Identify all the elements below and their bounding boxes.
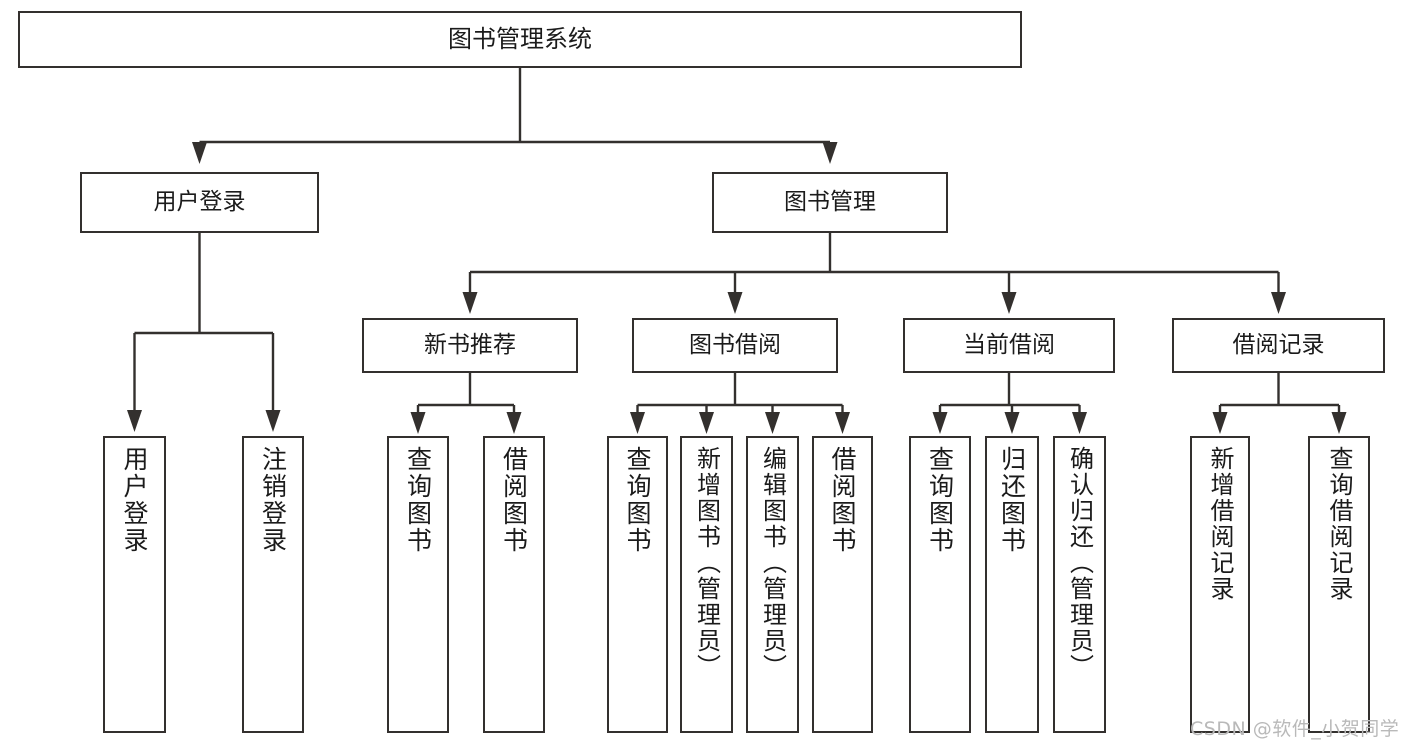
- arrow-head: [506, 412, 522, 434]
- node-leaf-cb-confirm[interactable]: 确认归还（管理员）: [1053, 436, 1106, 733]
- node-root[interactable]: 图书管理系统: [18, 11, 1022, 68]
- node-leaf-bw-add-book[interactable]: 新增图书（管理员）: [680, 436, 733, 733]
- node-leaf-user-login-label: 用户登录: [120, 446, 149, 554]
- node-book-borrow-label: 图书借阅: [689, 332, 781, 359]
- node-book-manage[interactable]: 图书管理: [712, 172, 948, 233]
- node-user-login-label: 用户登录: [153, 189, 246, 216]
- node-borrow-record-label: 借阅记录: [1232, 332, 1325, 359]
- node-leaf-bw-query-book-label: 查询图书: [623, 446, 652, 554]
- arrow-head: [410, 412, 426, 434]
- node-leaf-cb-query-book[interactable]: 查询图书: [909, 436, 971, 733]
- arrow-head: [822, 142, 838, 164]
- node-leaf-br-query-record-label: 查询借阅记录: [1325, 446, 1353, 602]
- node-book-borrow[interactable]: 图书借阅: [632, 318, 838, 373]
- node-book-manage-label: 图书管理: [784, 189, 876, 216]
- arrow-head: [765, 412, 780, 434]
- node-leaf-bw-edit-book[interactable]: 编辑图书（管理员）: [746, 436, 799, 733]
- node-leaf-rec-query-book-label: 查询图书: [403, 446, 433, 554]
- arrow-head: [1212, 412, 1228, 434]
- arrow-head: [932, 412, 948, 434]
- arrow-head: [1331, 412, 1347, 434]
- watermark: CSDN @软件_小贺同学: [1190, 718, 1400, 740]
- arrow-head: [699, 412, 714, 434]
- node-leaf-br-add-record[interactable]: 新增借阅记录: [1190, 436, 1250, 733]
- node-leaf-user-logout-label: 注销登录: [258, 446, 288, 554]
- arrow-head: [727, 292, 743, 314]
- node-leaf-bw-borrow-book[interactable]: 借阅图书: [812, 436, 873, 733]
- node-leaf-br-add-record-label: 新增借阅记录: [1206, 446, 1234, 602]
- node-leaf-rec-borrow-book-label: 借阅图书: [499, 446, 529, 554]
- node-user-login[interactable]: 用户登录: [80, 172, 319, 233]
- arrow-head: [1072, 412, 1087, 434]
- node-leaf-bw-edit-book-label: 编辑图书（管理员）: [758, 446, 787, 680]
- node-leaf-cb-confirm-label: 确认归还（管理员）: [1065, 446, 1094, 680]
- node-current-borrow-label: 当前借阅: [963, 332, 1055, 359]
- arrow-head: [1001, 292, 1017, 314]
- arrow-head: [630, 412, 645, 434]
- arrow-head: [192, 142, 207, 164]
- node-leaf-bw-query-book[interactable]: 查询图书: [607, 436, 668, 733]
- node-borrow-record[interactable]: 借阅记录: [1172, 318, 1385, 373]
- node-root-label: 图书管理系统: [448, 24, 592, 53]
- node-leaf-rec-borrow-book[interactable]: 借阅图书: [483, 436, 545, 733]
- arrow-head: [462, 292, 478, 314]
- arrow-head: [265, 410, 281, 432]
- node-leaf-br-query-record[interactable]: 查询借阅记录: [1308, 436, 1370, 733]
- node-leaf-cb-return-book-label: 归还图书: [997, 446, 1027, 554]
- arrow-head: [835, 412, 850, 434]
- node-leaf-bw-borrow-book-label: 借阅图书: [828, 446, 857, 554]
- arrow-head: [127, 410, 142, 432]
- node-leaf-cb-return-book[interactable]: 归还图书: [985, 436, 1039, 733]
- node-leaf-bw-add-book-label: 新增图书（管理员）: [692, 446, 721, 680]
- node-leaf-user-logout[interactable]: 注销登录: [242, 436, 304, 733]
- node-new-book-rec-label: 新书推荐: [424, 332, 516, 359]
- node-new-book-rec[interactable]: 新书推荐: [362, 318, 578, 373]
- node-leaf-rec-query-book[interactable]: 查询图书: [387, 436, 449, 733]
- node-leaf-user-login[interactable]: 用户登录: [103, 436, 166, 733]
- node-current-borrow[interactable]: 当前借阅: [903, 318, 1115, 373]
- arrow-head: [1271, 292, 1286, 314]
- arrow-head: [1004, 412, 1020, 434]
- node-leaf-cb-query-book-label: 查询图书: [925, 446, 955, 554]
